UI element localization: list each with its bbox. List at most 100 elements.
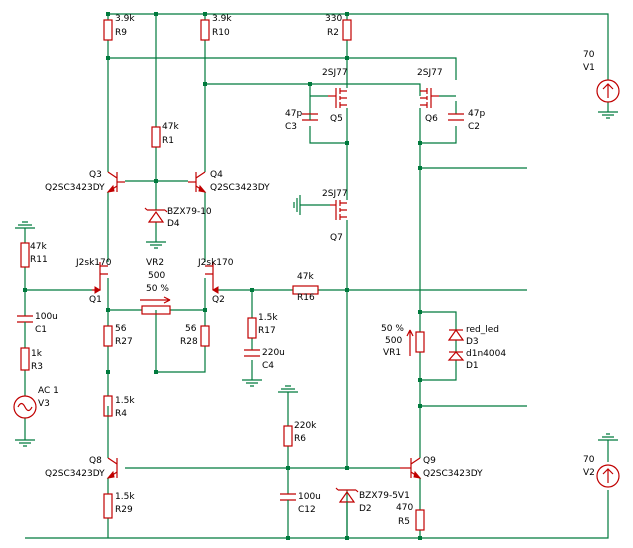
v2-ref: V2	[583, 468, 595, 478]
q7-value: 2SJ77	[322, 189, 348, 199]
d3-value: red_led	[466, 325, 499, 335]
d3-ref: D3	[466, 337, 479, 347]
r10-value: 3.9k	[212, 14, 232, 24]
vr2-ref: VR2	[146, 258, 164, 268]
q4-ref: Q4	[210, 170, 223, 180]
vr2-potentiometer	[141, 305, 171, 315]
q2-ref: Q2	[212, 295, 225, 305]
r9-value: 3.9k	[115, 14, 135, 24]
c2-value: 47p	[468, 109, 485, 119]
q6-mosfet	[420, 88, 456, 108]
vr2-setting: 50 %	[146, 284, 169, 294]
d2-value: BZX79-5V1	[359, 491, 410, 501]
c12-ref: C12	[298, 505, 316, 515]
r16-ref: R16	[297, 293, 315, 303]
vr2-value: 500	[148, 271, 165, 281]
d1-diode	[447, 351, 465, 361]
r2-resistor	[342, 19, 352, 41]
r3-value: 1k	[31, 349, 43, 359]
c4-ref: C4	[262, 361, 274, 371]
r27-resistor	[103, 325, 113, 347]
c3-ref: C3	[285, 122, 297, 132]
ground-icon	[15, 439, 35, 447]
r11-resistor	[20, 242, 30, 268]
r3-ref: R3	[31, 362, 43, 372]
r4-ref: R4	[115, 409, 127, 419]
c1-ref: C1	[35, 325, 47, 335]
r3-resistor	[20, 347, 30, 371]
d2-ref: D2	[359, 504, 372, 514]
q9-value: Q2SC3423DY	[423, 469, 483, 479]
symbols	[13, 19, 620, 538]
labels: 3.9k R9 3.9k R10 330 R2 70 V1 2SJ77 Q5 2…	[30, 14, 595, 527]
q2-value: J2sk170	[197, 258, 234, 268]
ground-icon	[598, 111, 618, 119]
q8-ref: Q8	[89, 456, 102, 466]
c2-ref: C2	[468, 122, 480, 132]
r10-ref: R10	[212, 28, 230, 38]
r28-resistor	[200, 325, 210, 347]
v3-ac-source	[13, 395, 37, 419]
q1-jfet	[92, 262, 108, 294]
r1-ref: R1	[162, 136, 174, 146]
v1-value: 70	[583, 50, 595, 60]
q1-ref: Q1	[89, 295, 102, 305]
ground-icon	[146, 240, 166, 249]
q8-transistor	[106, 457, 118, 479]
r2-ref: R2	[327, 28, 339, 38]
q5-value: 2SJ77	[322, 68, 348, 78]
ground-icon	[15, 221, 35, 229]
d4-zener	[144, 207, 168, 223]
q1-value: J2sk170	[75, 258, 112, 268]
v1-ref: V1	[583, 63, 595, 73]
junctions	[23, 12, 422, 540]
r17-resistor	[247, 317, 257, 339]
q7-mosfet	[330, 200, 347, 220]
r29-resistor	[103, 493, 113, 519]
v3-ref: V3	[38, 399, 50, 409]
q4-transistor	[188, 171, 207, 193]
c4-capacitor	[244, 349, 260, 357]
r29-value: 1.5k	[115, 492, 135, 502]
r6-value: 220k	[294, 421, 317, 431]
c2-capacitor	[448, 113, 464, 121]
q8-value: Q2SC3423DY	[45, 469, 105, 479]
c3-capacitor	[302, 113, 318, 121]
r4-resistor	[103, 395, 113, 417]
c1-value: 100u	[35, 312, 58, 322]
r16-resistor	[292, 285, 319, 295]
r27-value: 56	[115, 324, 127, 334]
r6-resistor	[283, 425, 293, 447]
v2-dc-source	[596, 464, 620, 488]
r28-ref: R28	[180, 337, 198, 347]
vr1-potentiometer	[415, 331, 425, 353]
vr1-ref: VR1	[383, 348, 401, 358]
d1-value: d1n4004	[466, 349, 506, 359]
r10-resistor	[200, 19, 210, 41]
d3-led	[447, 328, 465, 341]
ground-icon	[293, 195, 301, 215]
r11-ref: R11	[30, 255, 48, 265]
r16-value: 47k	[297, 272, 314, 282]
r1-resistor	[151, 126, 161, 148]
r27-ref: R27	[115, 337, 133, 347]
vr1-value: 500	[385, 336, 402, 346]
c4-value: 220u	[262, 348, 285, 358]
r5-ref: R5	[398, 517, 410, 527]
ground-icon	[598, 433, 618, 441]
r5-value: 470	[396, 503, 413, 513]
r17-ref: R17	[258, 326, 276, 336]
wires	[24, 13, 609, 539]
v3-value: AC 1	[38, 386, 59, 396]
d1-ref: D1	[466, 361, 479, 371]
q3-ref: Q3	[89, 170, 102, 180]
d4-value: BZX79-10	[167, 207, 212, 217]
c12-value: 100u	[298, 492, 321, 502]
q2-jfet	[205, 262, 219, 294]
d2-zener	[335, 487, 359, 538]
r2-value: 330	[325, 14, 342, 24]
r6-ref: R6	[294, 434, 306, 444]
r5-resistor	[415, 509, 425, 531]
r29-ref: R29	[115, 505, 133, 515]
